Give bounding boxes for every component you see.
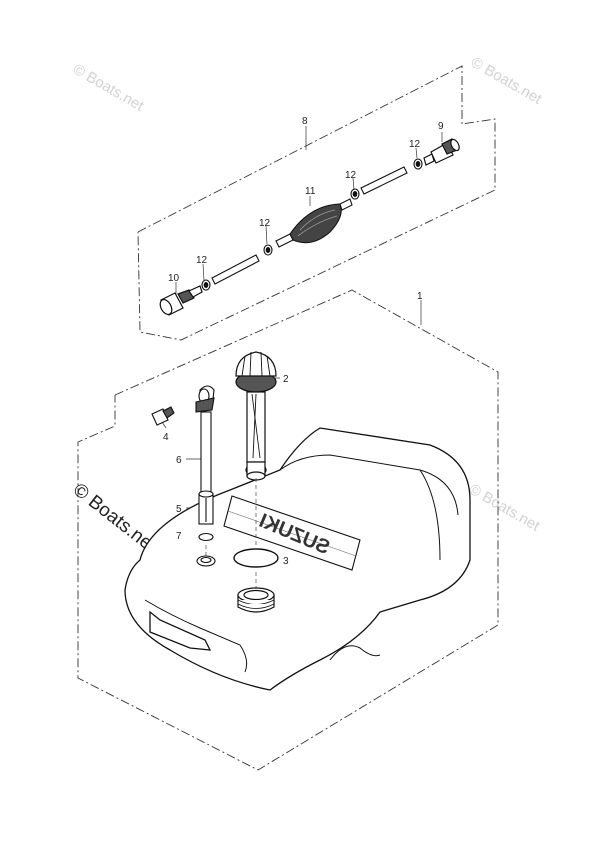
callout-12-c: 12 [345,170,357,181]
tank-filler-neck [237,587,275,613]
callout-3: 3 [283,556,289,567]
watermark-top-left: © Boats.net [70,61,147,115]
part-1-fuel-tank [124,427,471,691]
tank-assembly-boundary [77,289,499,771]
callout-11: 11 [305,186,316,197]
part-12-clamp-b [263,244,273,256]
installation-guide-lines [205,478,257,590]
callout-5: 5 [176,504,182,515]
callout-12-a: 12 [196,255,208,266]
part-11-primer-bulb [275,198,353,248]
callout-1: 1 [417,291,423,302]
part-3-gasket [233,548,279,568]
part-4-fitting [151,406,175,426]
watermark-top-right: © Boats.net [468,54,545,108]
fuel-hose-segment-2 [360,166,408,195]
part-2-fuel-gauge [235,351,277,481]
part-6-pickup-tube [195,385,215,493]
callout-12-b: 12 [259,218,271,229]
callout-8: 8 [302,116,308,127]
callout-9: 9 [438,121,444,132]
callout-2: 2 [283,374,289,385]
callout-7: 7 [176,531,182,542]
part-12-clamp-d [413,158,423,170]
callout-10: 10 [168,273,180,284]
callout-4: 4 [163,432,169,443]
part-7-o-ring [198,532,214,542]
watermark-mid-right: © Boats.net [466,481,543,535]
fuel-hose-segment-1 [211,254,260,285]
hose-assembly-boundary [137,65,496,341]
part-5-strainer [198,490,214,525]
part-9-connector [423,138,460,166]
callout-6: 6 [176,455,182,466]
callout-12-d: 12 [409,139,421,150]
tank-grommet [196,555,216,567]
part-12-clamp-a [201,279,211,291]
part-12-clamp-c [350,188,360,200]
part-10-connector [159,285,203,316]
